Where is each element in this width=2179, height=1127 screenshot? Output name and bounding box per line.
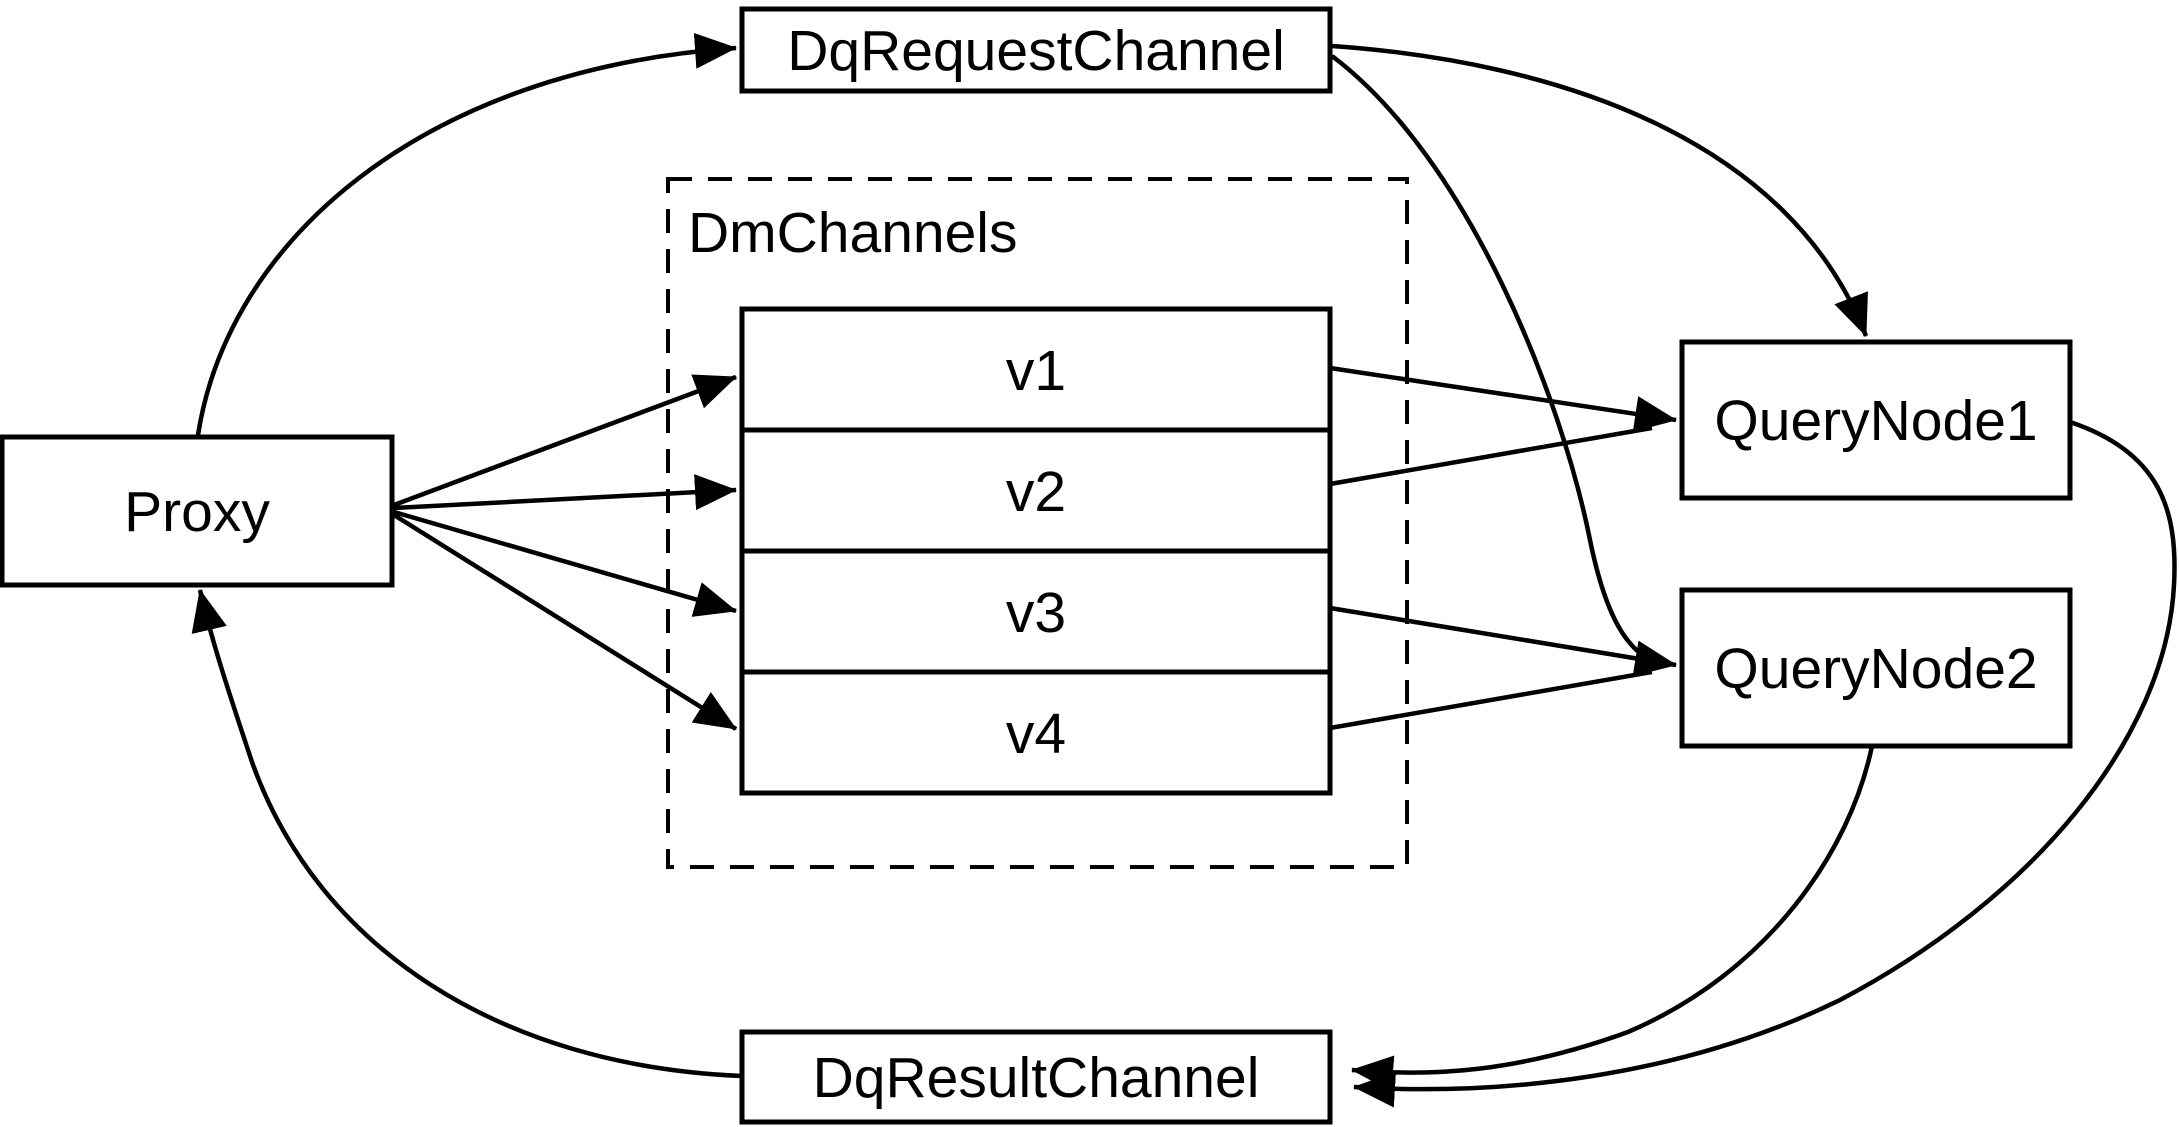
dqresultchannel-box [739,1029,1333,1125]
querynode1-label: QueryNode1 [1714,389,2037,453]
node-dqresultchannel: DqResultChannel [739,1029,1333,1125]
dqresultchannel-label: DqResultChannel [813,1046,1260,1110]
edge-v1-to-querynode1 [1329,365,1677,432]
edge-v4-to-querynode2 [1329,669,1653,731]
proxy-box [0,434,395,588]
v1-label: v1 [1006,339,1066,403]
edge-dqrequestchannel-to-querynode1 [1331,43,1869,337]
dqrequestchannel-label: DqRequestChannel [787,19,1285,83]
node-v2: v2 [739,427,1333,554]
edge-dqresultchannel-to-proxy [191,589,743,1079]
edge-proxy-to-v3 [393,509,737,617]
node-querynode1: QueryNode1 [1679,339,2073,501]
v2-label: v2 [1006,460,1066,524]
querynode2-box [1679,587,2073,749]
group-dmchannels: DmChannels [666,177,1409,869]
edge-proxy-to-v1 [393,374,737,508]
node-querynode2: QueryNode2 [1679,587,2073,749]
edge-querynode2-to-dqresultchannel [1351,745,1875,1092]
v4-box [739,669,1333,796]
edge-proxy-to-v4 [392,513,738,731]
node-v3: v3 [739,548,1333,675]
edge-proxy-to-dqrequestchannel [195,32,737,436]
edge-proxy-to-v2 [393,474,737,511]
nodes: DqRequestChannel Proxy v1 v2 v3 v4 [0,6,2073,1125]
v3-box [739,548,1333,675]
querynode2-label: QueryNode2 [1714,637,2037,701]
querynode1-box [1679,339,2073,501]
edge-v3-to-querynode2 [1329,605,1677,677]
dqrequestchannel-box [739,6,1333,94]
v4-label: v4 [1006,702,1066,766]
v3-label: v3 [1006,581,1066,645]
edges [191,32,2177,1108]
proxy-label: Proxy [124,480,270,544]
edge-querynode1-to-dqresultchannel [1353,419,2177,1108]
dmchannels-group-label: DmChannels [688,201,1017,265]
dmchannels-group-border [666,177,1409,869]
node-v4: v4 [739,669,1333,796]
node-proxy: Proxy [0,434,395,588]
node-dqrequestchannel: DqRequestChannel [739,6,1333,94]
edge-dqrequestchannel-to-querynode2 [1330,54,1657,666]
edge-v2-to-querynode1 [1329,425,1653,487]
node-v1: v1 [739,306,1333,433]
